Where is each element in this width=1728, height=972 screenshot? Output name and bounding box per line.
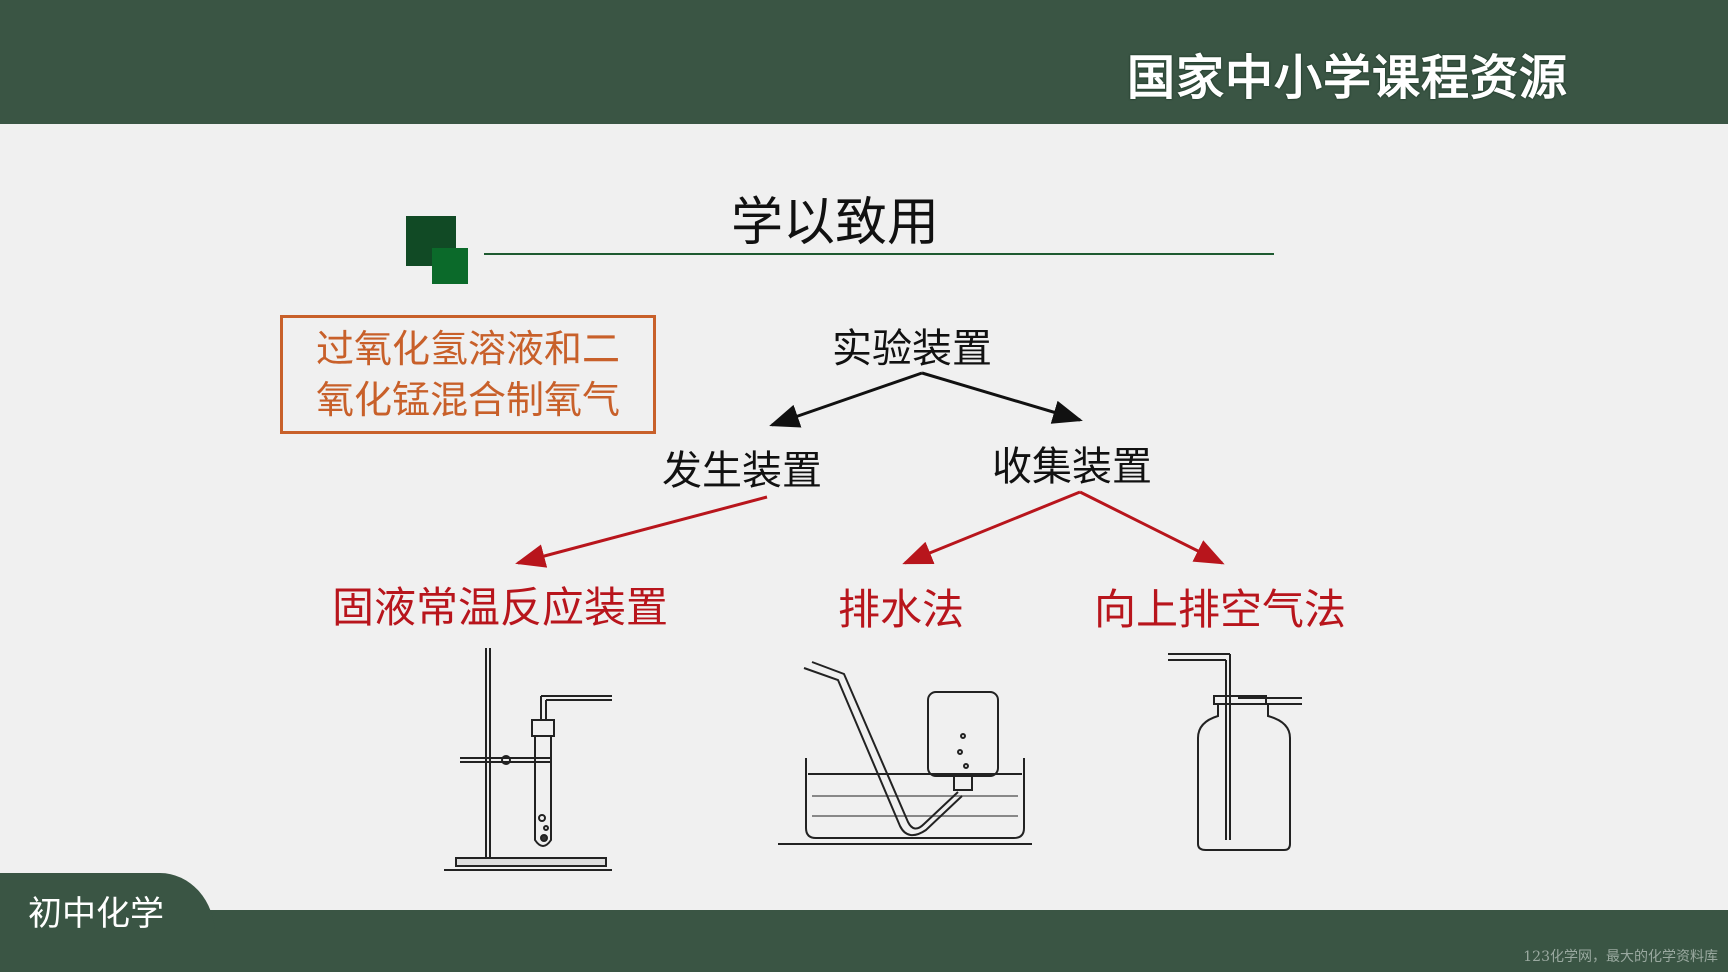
reaction-line-2: 氧化锰混合制氧气 [315, 378, 620, 422]
branch-collection-label: 收集装置 [992, 444, 1152, 490]
leaf-water-displacement-label: 排水法 [838, 585, 965, 634]
footer-watermark: 123化学网，最大的化学资料库 [1523, 949, 1718, 965]
title-decoration-square-small [432, 248, 468, 284]
arrow-to-upward-air [1079, 490, 1225, 565]
arrow-to-generation [769, 371, 923, 428]
gas-bottle-illustration [1168, 653, 1302, 851]
arrow-to-solid-liquid [515, 495, 768, 568]
water-displacement-illustration [778, 661, 1032, 845]
footer-subject-label: 初中化学 [28, 894, 164, 934]
footer-subject-tab [0, 873, 215, 935]
root-node-label: 实验装置 [832, 326, 992, 372]
slide-title: 学以致用 [730, 193, 939, 253]
branch-generation-label: 发生装置 [662, 448, 822, 494]
brand-logo-text: 国家中小学课程资源 [1126, 50, 1568, 106]
leaf-upward-air-label: 向上排空气法 [1094, 585, 1347, 634]
footer-bar [0, 910, 1728, 972]
leaf-solid-liquid-label: 固液常温反应装置 [332, 583, 669, 632]
arrow-to-collection [921, 371, 1083, 424]
header-bar [0, 0, 1728, 124]
reaction-description-box: 过氧化氢溶液和二 氧化锰混合制氧气 [280, 315, 656, 434]
branch-arrows [515, 490, 1225, 568]
reaction-line-1: 过氧化氢溶液和二 [315, 327, 620, 371]
root-arrows [769, 371, 1083, 428]
arrow-to-water-displacement [902, 490, 1081, 565]
test-tube-stand-illustration [444, 648, 612, 871]
title-underline [484, 253, 1274, 255]
